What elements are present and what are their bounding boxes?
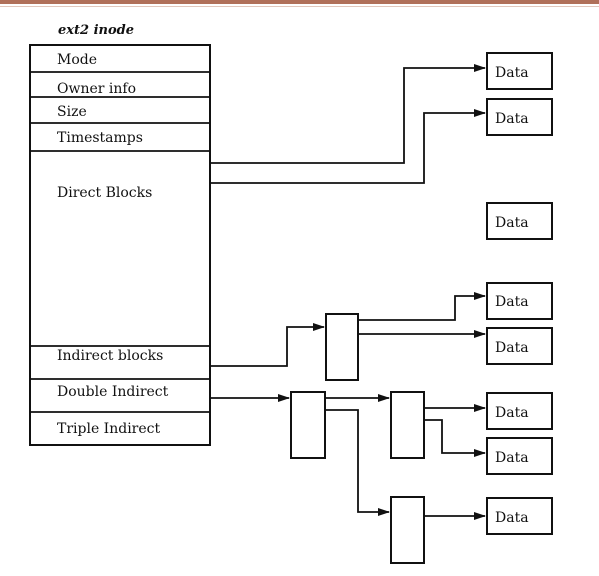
field-indirect-blocks: Indirect blocks	[57, 348, 163, 364]
inode-title: ext2 inode	[58, 23, 134, 38]
top-border-rule	[0, 0, 599, 4]
data-block	[486, 52, 553, 90]
data-block	[486, 282, 553, 320]
field-direct-blocks: Direct Blocks	[57, 185, 152, 201]
data-block	[486, 202, 553, 240]
double-indirect-data-arrow	[424, 419, 486, 457]
double-indirect-second-level-block	[390, 496, 425, 564]
data-block	[486, 98, 553, 136]
direct-pointer-arrow	[210, 109, 486, 184]
indirect-pointer-arrow	[210, 323, 325, 367]
data-block	[486, 497, 553, 535]
data-block-label: Data	[495, 510, 529, 526]
field-size: Size	[57, 104, 87, 120]
data-block	[486, 437, 553, 475]
field-triple-indirect: Triple Indirect	[57, 421, 160, 437]
double-indirect-level2-arrow	[325, 409, 390, 516]
data-block-label: Data	[495, 215, 529, 231]
data-block-label: Data	[495, 111, 529, 127]
data-block	[486, 327, 553, 365]
single-indirect-pointer-block	[325, 313, 359, 381]
data-block-label: Data	[495, 65, 529, 81]
indirect-data-arrow	[358, 292, 486, 321]
data-block-label: Data	[495, 405, 529, 421]
data-block-label: Data	[495, 340, 529, 356]
field-owner-info: Owner info	[57, 81, 136, 97]
data-block	[486, 392, 553, 430]
data-block-label: Data	[495, 294, 529, 310]
field-double-indirect: Double Indirect	[57, 384, 169, 400]
double-indirect-second-level-block	[390, 391, 425, 459]
field-mode: Mode	[57, 52, 97, 68]
double-indirect-pointer-block	[290, 391, 326, 459]
data-block-label: Data	[495, 450, 529, 466]
direct-pointer-arrow	[210, 64, 486, 164]
top-border-rule-thin	[0, 6, 599, 7]
field-timestamps: Timestamps	[57, 130, 143, 146]
